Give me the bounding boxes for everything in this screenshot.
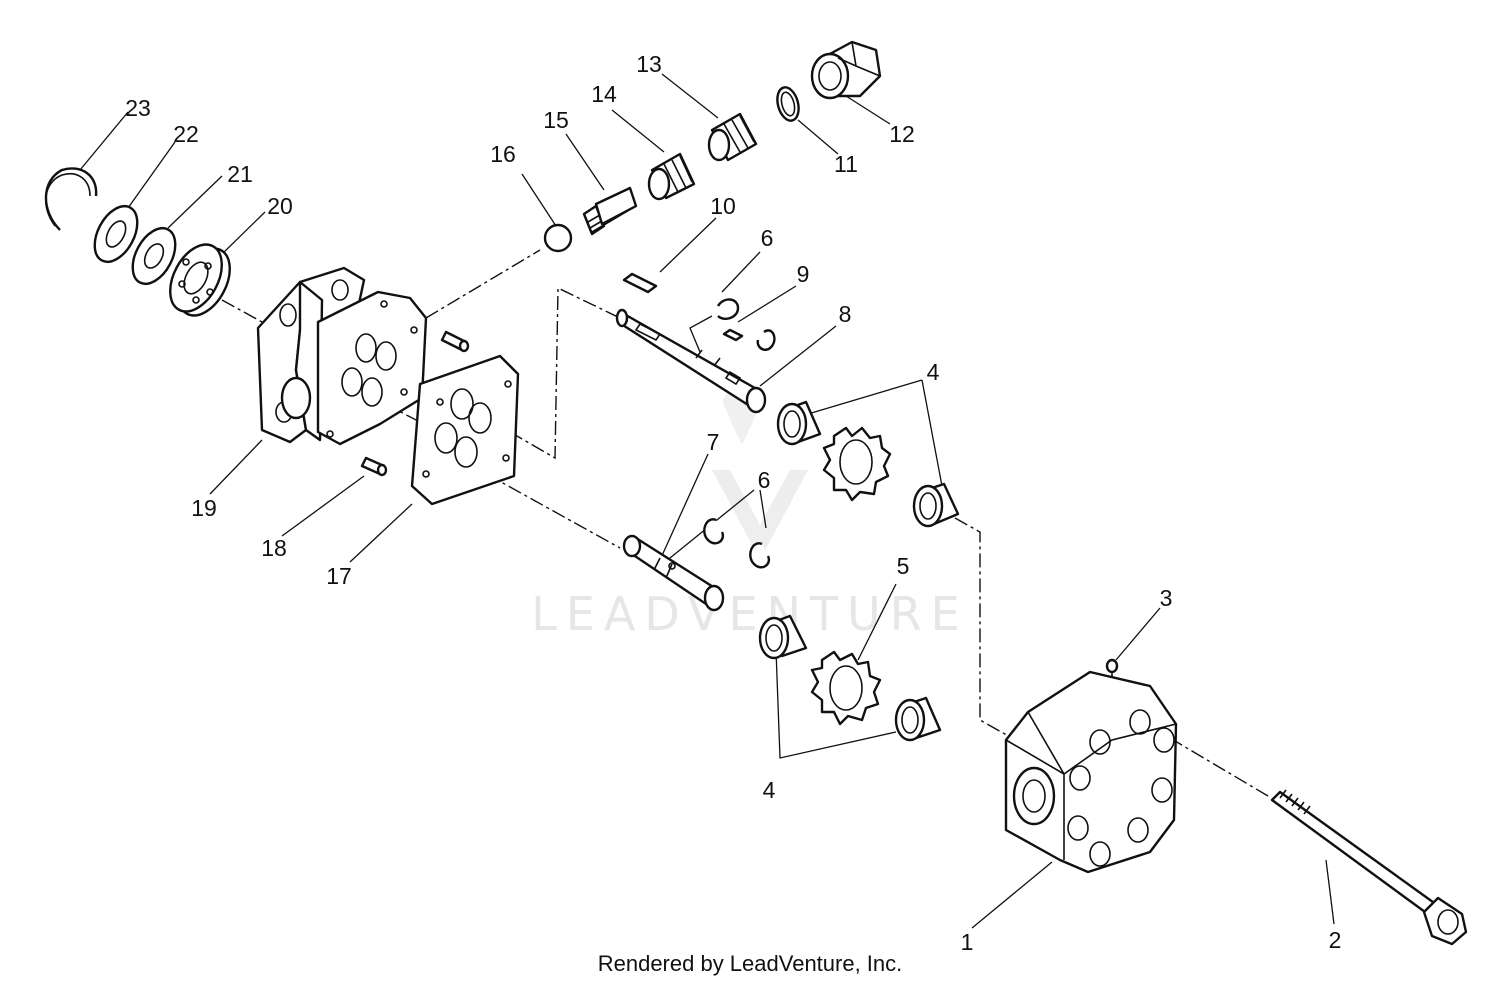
key-10 xyxy=(622,272,658,294)
callout-16: 16 xyxy=(490,141,516,167)
pump-body-1 xyxy=(1004,670,1178,874)
key-9 xyxy=(722,328,744,342)
threaded-plug-13 xyxy=(707,112,758,162)
callout-6-lower: 6 xyxy=(758,467,771,493)
callout-20: 20 xyxy=(267,193,293,219)
gear-upper xyxy=(822,426,892,502)
callout-2: 2 xyxy=(1329,927,1342,953)
cover-plate-19 xyxy=(316,290,428,446)
callout-3: 3 xyxy=(1160,585,1173,611)
bushing-4-d xyxy=(894,696,942,742)
threaded-plug-14 xyxy=(647,152,696,201)
callout-9: 9 xyxy=(797,261,810,287)
bushing-4-b xyxy=(912,482,960,528)
callout-8: 8 xyxy=(839,301,852,327)
seal-22 xyxy=(93,204,139,264)
callout-15: 15 xyxy=(543,107,569,133)
callout-22: 22 xyxy=(173,121,199,147)
footer-credit: Rendered by LeadVenture, Inc. xyxy=(597,951,903,976)
snap-ring-6-lower xyxy=(703,518,771,569)
callout-11: 11 xyxy=(834,151,858,177)
fitting-nut-12 xyxy=(810,40,882,100)
bushing-4-c xyxy=(758,614,808,660)
dowel-pin-18 xyxy=(360,330,470,477)
callout-18: 18 xyxy=(261,535,287,561)
bolt-2 xyxy=(1270,789,1468,946)
bearing-20 xyxy=(169,243,231,317)
callout-13: 13 xyxy=(636,51,662,77)
leader-lines xyxy=(79,73,1335,929)
washer-21 xyxy=(131,226,177,286)
callout-4-upper: 4 xyxy=(927,359,940,385)
spring-15 xyxy=(582,186,638,236)
bushing-4-a xyxy=(776,400,822,446)
snap-ring-6-upper xyxy=(716,298,776,351)
callout-10: 10 xyxy=(710,193,736,219)
callout-17: 17 xyxy=(326,563,352,589)
callout-7: 7 xyxy=(707,429,720,455)
o-ring-11 xyxy=(776,86,800,122)
callout-1: 1 xyxy=(961,929,974,955)
callout-14: 14 xyxy=(591,81,617,107)
check-ball-16 xyxy=(543,223,573,253)
idler-shaft-7 xyxy=(622,534,725,612)
callout-12: 12 xyxy=(889,121,915,147)
gear-5 xyxy=(810,650,882,726)
callout-5: 5 xyxy=(897,553,910,579)
callout-4-lower: 4 xyxy=(763,777,776,803)
watermark-text: LEADVENTURE xyxy=(531,587,969,641)
callout-21: 21 xyxy=(227,161,253,187)
gasket-17 xyxy=(410,354,520,506)
callout-6-upper: 6 xyxy=(761,225,774,251)
callout-23: 23 xyxy=(125,95,151,121)
retaining-ring-23 xyxy=(44,167,98,231)
callout-19: 19 xyxy=(191,495,217,521)
callout-labels: 1 2 3 4 4 5 6 6 7 8 9 10 11 12 13 14 15 … xyxy=(125,51,1341,955)
drive-shaft-8 xyxy=(615,308,767,414)
